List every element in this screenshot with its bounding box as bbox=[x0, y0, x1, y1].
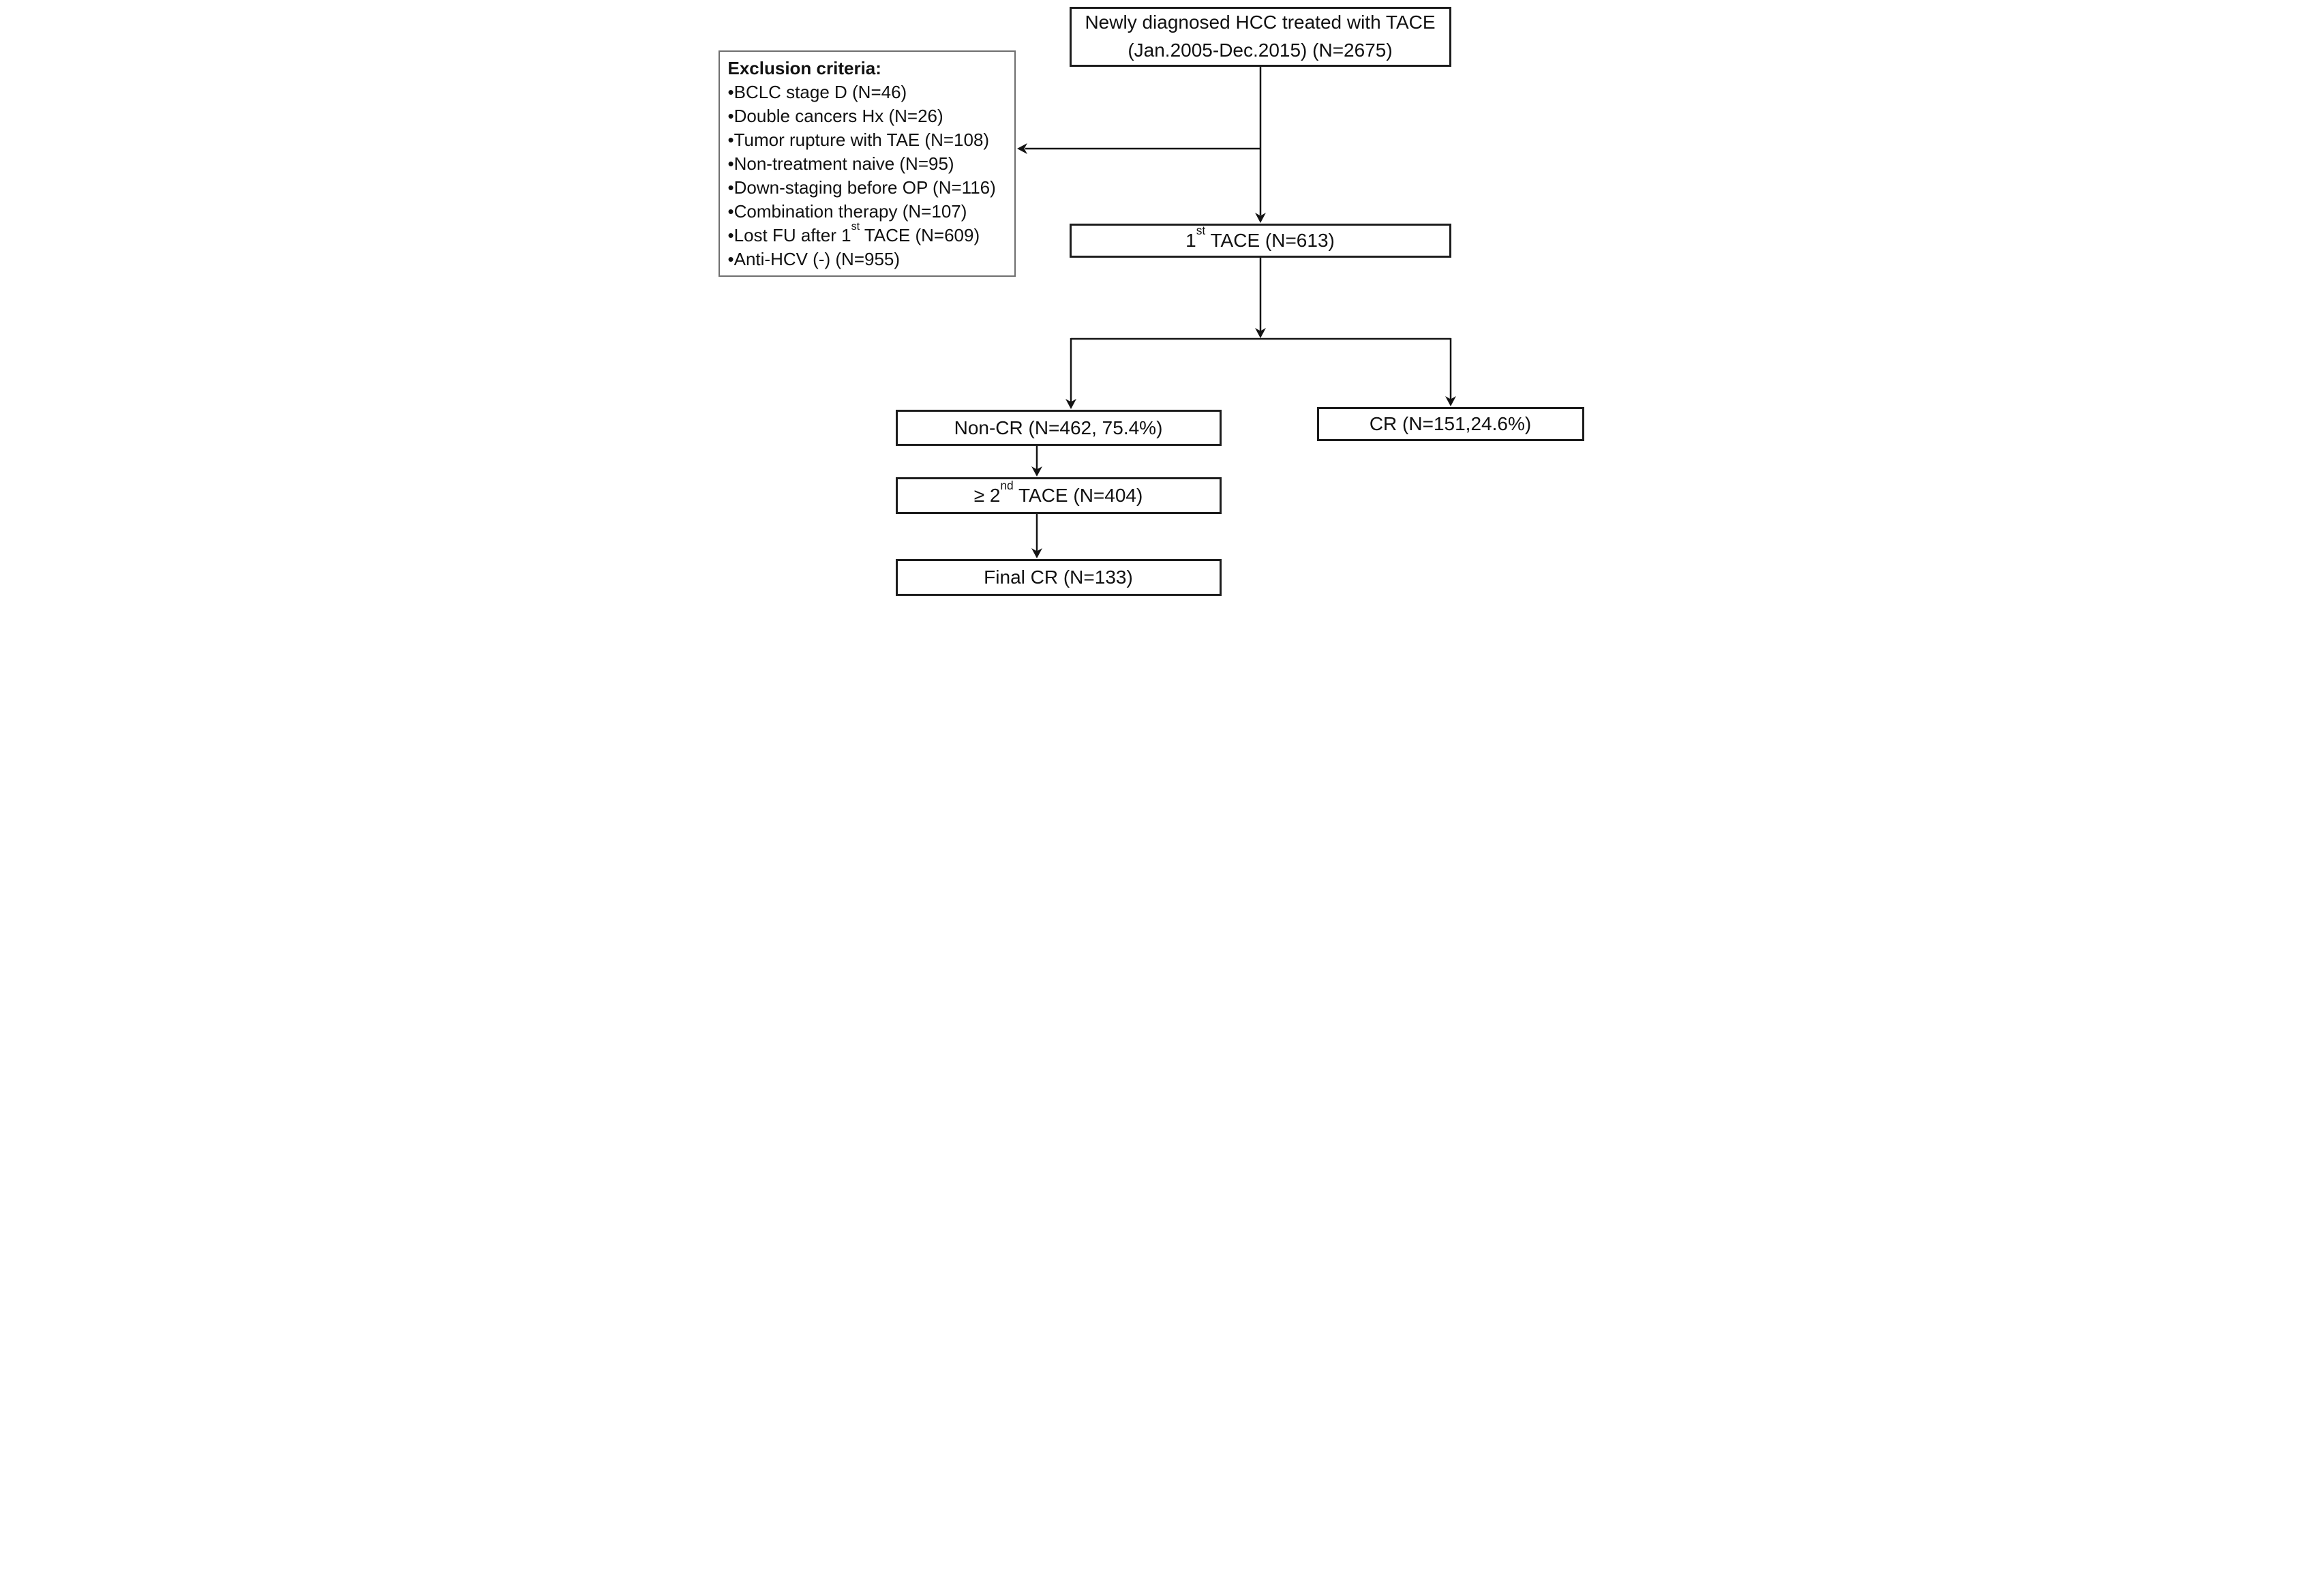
exclusion-item: •Down-staging before OP (N=116) bbox=[727, 177, 996, 198]
flow-diagram: Newly diagnosed HCC treated with TACE (J… bbox=[712, 0, 1586, 606]
box-second-tace: ≥ 2nd TACE (N=404) bbox=[895, 477, 1222, 514]
box-first-tace: 1st TACE (N=613) bbox=[1069, 223, 1451, 258]
exclusion-item: •Non-treatment naive (N=95) bbox=[727, 153, 954, 174]
non-cr-label: Non-CR (N=462, 75.4%) bbox=[954, 417, 1163, 438]
arrow-branch-to-noncr bbox=[1065, 338, 1076, 409]
top-box-line2: (Jan.2005-Dec.2015) (N=2675) bbox=[1128, 40, 1393, 61]
box-newly-diagnosed-hcc: Newly diagnosed HCC treated with TACE (J… bbox=[1069, 7, 1451, 67]
arrow-branch-to-cr bbox=[1445, 338, 1456, 406]
arrow-tace1-to-branch bbox=[1254, 258, 1266, 338]
box-final-cr: Final CR (N=133) bbox=[895, 559, 1222, 596]
first-tace-label: 1st TACE (N=613) bbox=[1185, 223, 1335, 251]
exclusion-heading: Exclusion criteria: bbox=[727, 58, 881, 78]
top-box-line1: Newly diagnosed HCC treated with TACE bbox=[1085, 12, 1436, 33]
arrow-noncr-to-tace2 bbox=[1031, 446, 1042, 477]
final-cr-label: Final CR (N=133) bbox=[984, 567, 1133, 588]
connector-lines bbox=[1016, 67, 1456, 558]
cr-label: CR (N=151,24.6%) bbox=[1369, 413, 1532, 434]
second-tace-label: ≥ 2nd TACE (N=404) bbox=[973, 478, 1143, 506]
arrow-to-exclusion bbox=[1016, 143, 1260, 154]
exclusion-item: •Lost FU after 1st TACE (N=609) bbox=[727, 220, 980, 245]
box-cr: CR (N=151,24.6%) bbox=[1316, 407, 1584, 441]
arrow-tace2-to-final bbox=[1031, 514, 1042, 558]
exclusion-item: •Combination therapy (N=107) bbox=[727, 201, 967, 222]
arrow-top-to-tace1 bbox=[1254, 67, 1266, 223]
box-exclusion-criteria: Exclusion criteria: •BCLC stage D (N=46)… bbox=[718, 50, 1016, 277]
box-non-cr: Non-CR (N=462, 75.4%) bbox=[895, 410, 1222, 446]
exclusion-item: •Double cancers Hx (N=26) bbox=[727, 106, 943, 126]
exclusion-item: •Tumor rupture with TAE (N=108) bbox=[727, 130, 990, 150]
exclusion-item: •Anti-HCV (-) (N=955) bbox=[727, 249, 901, 269]
exclusion-item: •BCLC stage D (N=46) bbox=[727, 82, 907, 102]
